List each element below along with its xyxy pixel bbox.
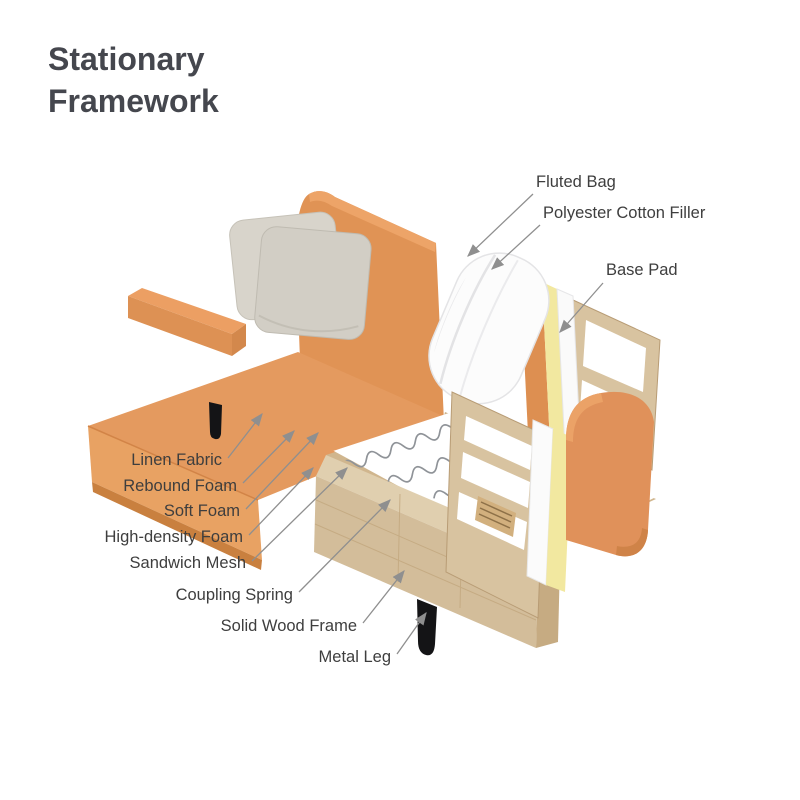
label-rebound-foam: Rebound Foam	[123, 477, 237, 495]
label-coupling-spring: Coupling Spring	[175, 586, 293, 604]
armrest-layers	[526, 391, 654, 592]
label-sandwich-mesh: Sandwich Mesh	[129, 554, 246, 572]
label-metal-leg: Metal Leg	[318, 648, 391, 666]
metal-leg-rear	[209, 402, 222, 440]
fluted-seam	[439, 254, 497, 385]
label-linen-fabric: Linen Fabric	[131, 451, 222, 469]
label-polyester-cotton-filler: Polyester Cotton Filler	[543, 204, 706, 222]
pillow-front	[254, 226, 372, 340]
right-armrest	[566, 391, 654, 557]
left-armrest	[128, 288, 246, 356]
label-solid-wood-frame: Solid Wood Frame	[220, 617, 357, 635]
page-title: Stationary Framework	[48, 38, 219, 122]
page-title-line1: Stationary	[48, 41, 205, 77]
back-strip-foam	[542, 282, 565, 450]
seat-cushion	[87, 352, 452, 570]
label-high-density-foam: High-density Foam	[104, 528, 243, 546]
fluted-seam	[459, 259, 519, 397]
page-title-line2: Framework	[48, 83, 219, 119]
metal-leg-front	[417, 599, 437, 656]
label-soft-foam: Soft Foam	[163, 502, 240, 520]
fluted-bag-cushion	[428, 252, 550, 405]
label-fluted-bag: Fluted Bag	[536, 173, 616, 191]
armrest-frame-lattice	[445, 391, 546, 619]
plywood-slat	[475, 496, 516, 537]
label-base-pad: Base Pad	[606, 261, 678, 279]
armrest-foam	[546, 429, 572, 592]
